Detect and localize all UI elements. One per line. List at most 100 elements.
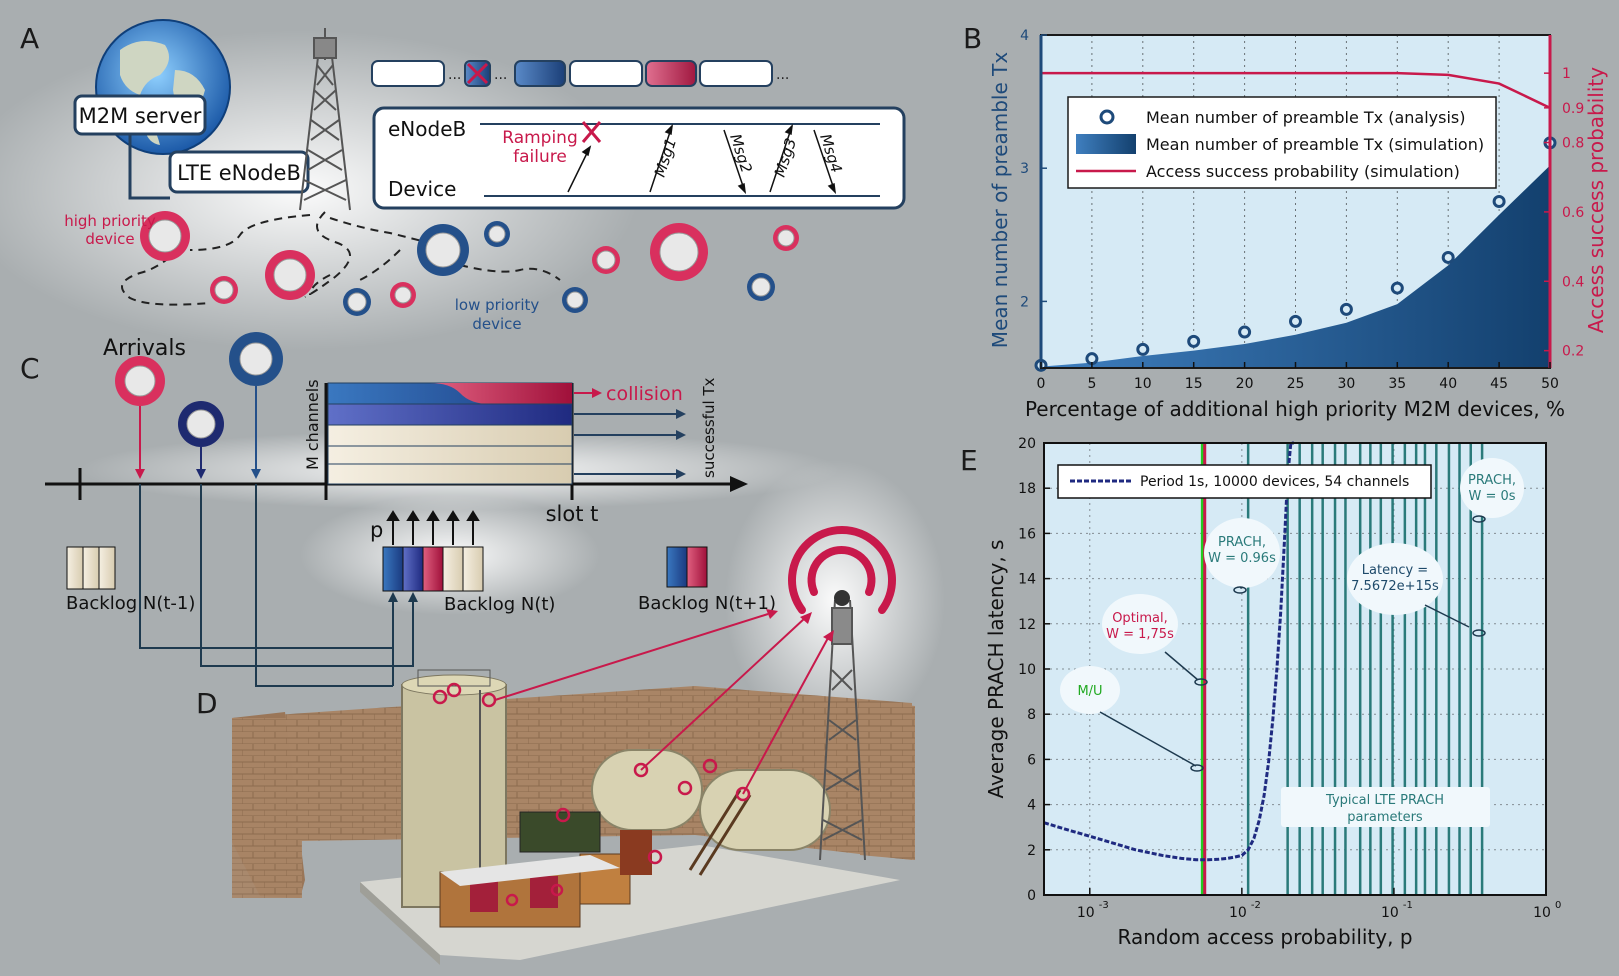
annotation-latency: Latency = 7.5672e+15s: [1347, 543, 1486, 637]
chart-e-ytick-label: 2: [1027, 843, 1036, 859]
device-high-priority: [592, 246, 620, 274]
chart-b-xlabel: Percentage of additional high priority M…: [1025, 397, 1565, 421]
device-high-priority: [265, 250, 315, 300]
strip-slot-blue: [514, 60, 566, 87]
chart-b-xtick-label: 20: [1236, 376, 1254, 392]
strip-slot-empty: [371, 60, 445, 87]
time-axis-arrow: [730, 476, 748, 492]
panel-letter-c: C: [20, 352, 40, 385]
tanks: [591, 749, 831, 876]
chart-b-ytick-label: 2: [1020, 294, 1029, 310]
chart-b-y2-ticks: 0.20.40.60.80.91: [1544, 66, 1584, 360]
routing-arrowhead: [408, 592, 418, 602]
arrival-device-hp: [115, 356, 165, 406]
slot-label: slot t: [546, 502, 599, 526]
chart-b-success-line: [1041, 71, 1551, 109]
chart-e-ytick-label: 20: [1018, 436, 1036, 452]
ramping-label-1: Ramping: [502, 128, 578, 148]
chart-e-xtick-label: 10: [1229, 905, 1247, 921]
device-low-priority: [562, 287, 588, 313]
server-box: [73, 94, 207, 136]
successful-tx-label: successful Tx: [700, 377, 718, 478]
device-high-priority: [210, 276, 238, 304]
sequence-box: [372, 106, 906, 210]
panel-c: C Arrivals slot t M channels: [20, 332, 776, 687]
chart-b-xtick-label: 15: [1185, 376, 1203, 392]
ramping-label-2: failure: [513, 147, 567, 167]
channel-idle: [327, 424, 573, 447]
device-low-priority: [484, 221, 510, 247]
panel-letter-a: A: [20, 22, 39, 55]
channel-idle: [327, 463, 573, 485]
lp-device-label-2: device: [472, 315, 521, 333]
chart-e-xtick-label: 10: [1533, 905, 1551, 921]
annotation-optimal-text-1: Optimal,: [1112, 611, 1168, 626]
strip-dots-2: ...: [494, 67, 507, 83]
device-high-priority: [773, 225, 799, 251]
chart-b-analysis-point: [1339, 302, 1353, 316]
chart-b-xtick-label: 35: [1388, 376, 1406, 392]
antenna-head: [834, 590, 850, 606]
ramping-fail-icon: [581, 121, 602, 143]
collision-arrowhead: [592, 388, 602, 398]
chart-b-analysis-point: [1390, 281, 1404, 295]
chart-b-xtick-label: 50: [1541, 376, 1559, 392]
chart-e-ytick-label: 14: [1018, 572, 1036, 588]
chart-e-annotations: M/U Optimal, W = 1,75s PRACH, W = 0.96s: [1060, 458, 1524, 827]
chart-e-xtick-label: 10: [1381, 905, 1399, 921]
chart-b-simulation-area: [1041, 165, 1550, 368]
chart-b-legend-box: [1067, 96, 1497, 189]
panel-d: D: [196, 526, 915, 965]
enodeb-label: LTE eNodeB: [177, 161, 301, 185]
chart-b-ytick-label: 4: [1020, 28, 1029, 44]
chart-b-legend: Mean number of preamble Tx (analysis) Me…: [1067, 96, 1497, 189]
collision-label: collision: [606, 383, 683, 405]
chart-e-ytick-label: 4: [1027, 798, 1036, 814]
arrival-device-lp: [229, 332, 283, 386]
legend-label-simulation: Mean number of preamble Tx (simulation): [1146, 135, 1484, 154]
strip-slot-empty: [569, 60, 643, 87]
arrival-arrowhead: [135, 469, 145, 479]
chart-b-xtick-label: 5: [1087, 376, 1096, 392]
lp-device-label-1: low priority: [455, 296, 540, 314]
p-arrows: [386, 510, 480, 545]
strip-slot-red: [645, 60, 697, 87]
chart-e-ytick-label: 0: [1027, 888, 1036, 904]
wooden-structures: [439, 811, 652, 928]
backlog-prev: [66, 546, 116, 590]
strip-dots-3: ...: [776, 67, 789, 83]
channel-idle: [327, 445, 573, 465]
chart-e-legend: Period 1s, 10000 devices, 54 channels: [1057, 464, 1432, 499]
seq-device-label: Device: [388, 177, 456, 201]
right-wall: [860, 700, 915, 860]
arrival-device-lp: [178, 401, 224, 447]
strip-slot-empty: [699, 60, 773, 87]
annotation-mu: M/U: [1060, 666, 1204, 772]
message-arrows: [567, 123, 837, 195]
panel-a: A M2M server LTE eNodeB: [20, 19, 906, 333]
chart-e-ylabel: Average PRACH latency, s: [984, 540, 1008, 799]
seq-enodeb-label: eNodeB: [388, 117, 466, 141]
backlog-prev-label: Backlog N(t-1): [66, 593, 195, 614]
devices: [140, 211, 799, 316]
routing-arrowhead: [388, 592, 398, 602]
cell-tower-icon: [819, 599, 866, 861]
uplink-arrowhead: [823, 630, 834, 642]
chart-b-y2tick-label: 0.4: [1562, 274, 1584, 290]
chart-b-y2tick-label: 1: [1562, 66, 1571, 82]
success-arrowhead: [676, 430, 686, 440]
legend-label-success: Access success probability (simulation): [1146, 162, 1460, 181]
backlog-now-label: Backlog N(t): [444, 594, 555, 615]
legend-swatch-simulation: [1076, 134, 1136, 154]
chart-b-xtick-label: 25: [1287, 376, 1305, 392]
backlog-now: [382, 546, 484, 592]
arrival-arrowhead: [196, 469, 206, 479]
server-label: M2M server: [79, 104, 202, 128]
chart-b-y2tick-label: 0.8: [1562, 136, 1584, 152]
success-arrowhead: [676, 469, 686, 479]
channel-success: [327, 403, 573, 426]
enodeb-box: [168, 150, 310, 194]
